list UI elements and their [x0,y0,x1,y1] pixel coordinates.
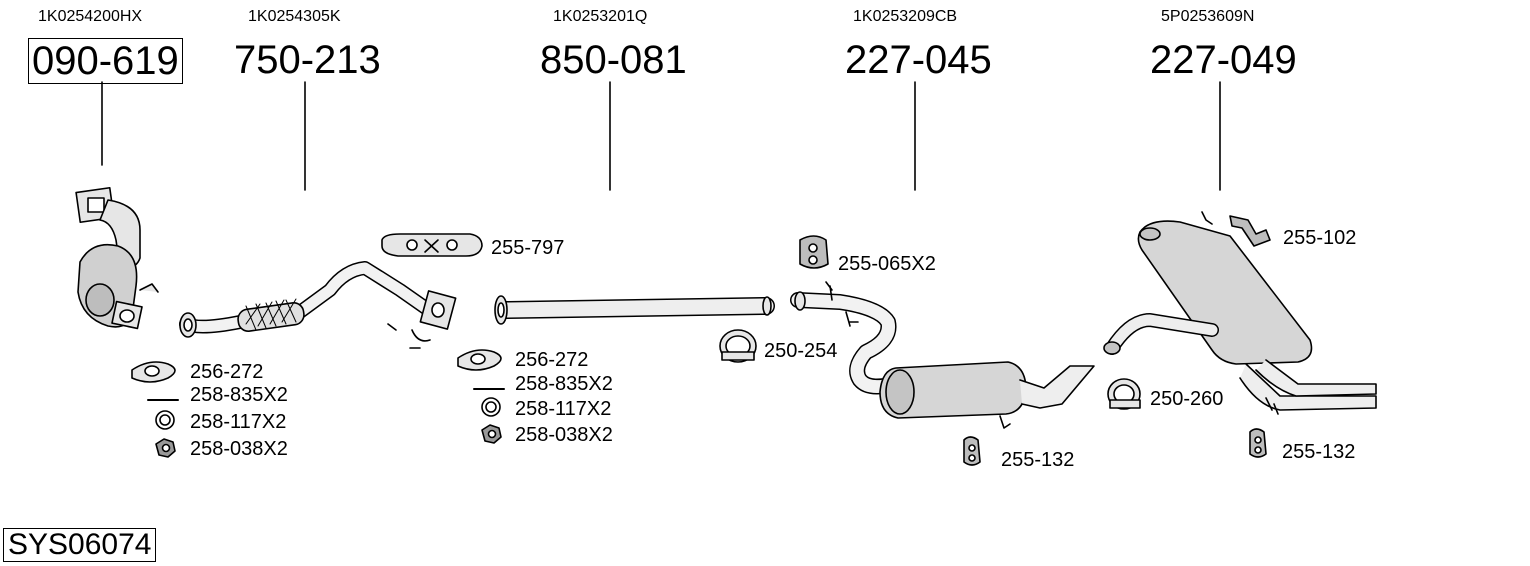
front-pipe-part [179,261,457,349]
catalytic-converter-part [75,186,159,330]
center-silencer-part [790,281,1095,429]
label-nut-b: 258-038X2 [515,424,613,446]
hardware-group-b [457,349,505,444]
label-washer-a: 258-117X2 [190,411,287,433]
clamp-250-254-part [719,329,757,363]
label-washer-b: 258-117X2 [515,398,612,420]
bracket-255-102-part [1229,215,1271,247]
oem-number-2: 1K0254305K [248,8,341,25]
part-number-850-081: 850-081 [540,38,687,82]
oem-number-5: 5P0253609N [1161,8,1255,25]
rubber-255-065-part [799,235,829,269]
oem-number-3: 1K0253201Q [553,8,648,25]
label-gasket-a: 256-272 [190,361,264,383]
oem-number-4: 1K0253209CB [853,8,958,25]
hanger-255-797-part [381,233,483,257]
label-hanger-255-797: 255-797 [491,237,565,259]
hardware-group-a [131,361,179,458]
part-number-227-045: 227-045 [845,38,992,82]
label-rubber-255-065: 255-065X2 [838,253,936,275]
system-id-box: SYS06074 [3,528,157,562]
rear-silencer-part [1103,211,1377,415]
label-bolt-b: 258-835X2 [515,373,613,395]
label-clamp-250-254: 250-254 [764,340,838,362]
label-clamp-250-260: 250-260 [1150,388,1224,410]
label-rubber-255-132-b: 255-132 [1282,441,1356,463]
intermediate-pipe-part [494,295,775,325]
label-bolt-a: 258-835X2 [190,384,288,406]
label-gasket-b: 256-272 [515,349,589,371]
part-number-090-619: 090-619 [28,38,183,84]
label-nut-a: 258-038X2 [190,438,288,460]
clamp-250-260-part [1107,378,1141,410]
oem-number-1: 1K0254200HX [38,8,143,25]
label-bracket-255-102: 255-102 [1283,227,1357,249]
label-rubber-255-132-a: 255-132 [1001,449,1075,471]
part-number-227-049: 227-049 [1150,38,1297,82]
part-number-750-213: 750-213 [234,38,381,82]
rubber-255-132-a-part [963,436,981,466]
rubber-255-132-b-part [1249,428,1267,458]
